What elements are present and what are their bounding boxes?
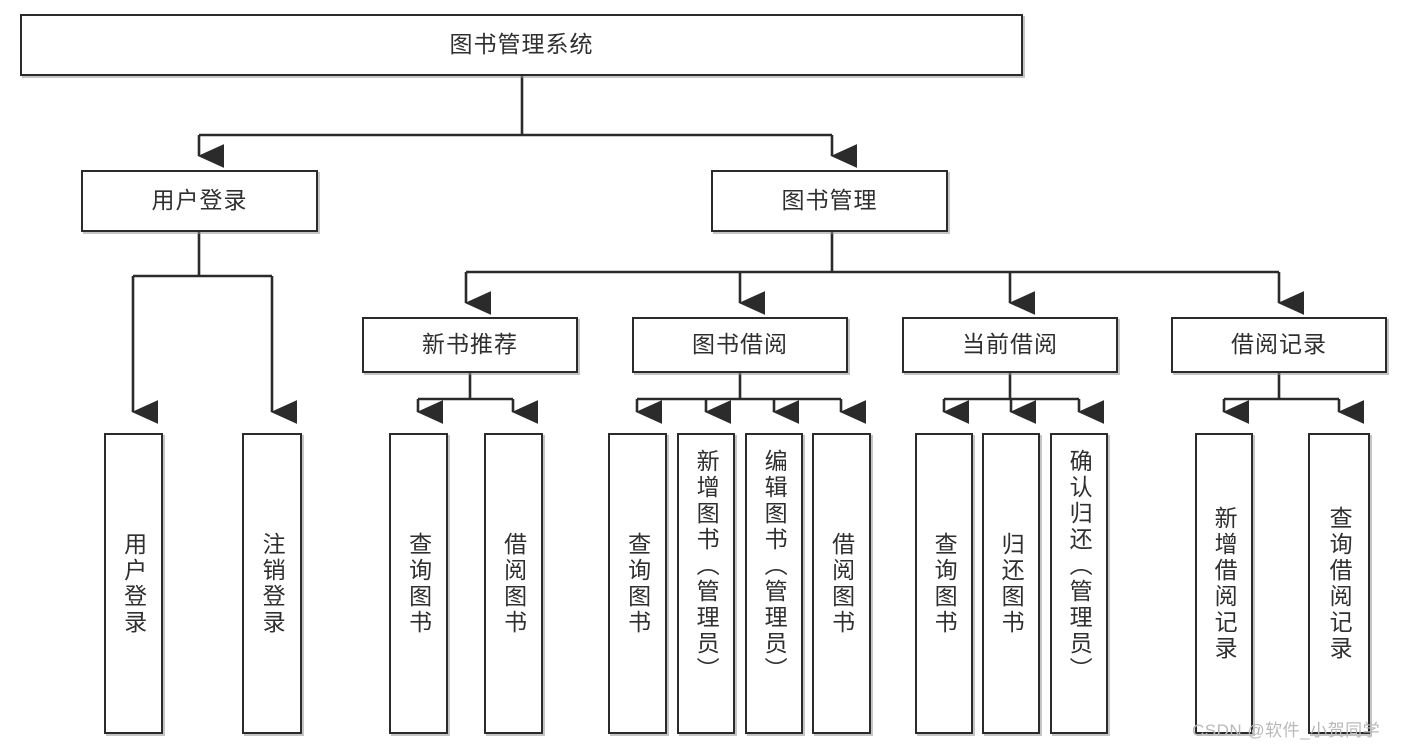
node-book-management-label: 图书管理 — [781, 187, 878, 214]
node-user-login-label: 用户登录 — [151, 187, 248, 214]
node-book-borrow-label: 图书借阅 — [692, 331, 788, 358]
leaf-current-borrow-query-label: 查询图书 — [931, 531, 958, 636]
node-book-management[interactable]: 图书管理 — [711, 170, 948, 232]
node-new-book-recommend[interactable]: 新书推荐 — [362, 317, 578, 373]
leaf-book-borrow-query-label: 查询图书 — [624, 531, 651, 636]
leaf-user-login-login[interactable]: 用户登录 — [104, 433, 163, 734]
node-user-login[interactable]: 用户登录 — [81, 170, 318, 232]
leaf-book-borrow-add[interactable]: 新增图书（管理员） — [677, 433, 735, 734]
leaf-borrow-record-query[interactable]: 查询借阅记录 — [1308, 433, 1370, 734]
leaf-book-borrow-edit[interactable]: 编辑图书（管理员） — [745, 433, 803, 734]
leaf-book-borrow-borrow-label: 借阅图书 — [828, 531, 855, 636]
node-borrow-record[interactable]: 借阅记录 — [1171, 317, 1387, 373]
leaf-user-login-logout[interactable]: 注销登录 — [242, 433, 302, 734]
node-root-label: 图书管理系统 — [449, 31, 594, 58]
leaf-current-borrow-return-label: 归还图书 — [998, 531, 1025, 636]
node-current-borrow[interactable]: 当前借阅 — [902, 317, 1118, 373]
leaf-book-borrow-edit-label: 编辑图书（管理员） — [761, 449, 788, 683]
leaf-borrow-record-add-label: 新增借阅记录 — [1211, 505, 1238, 662]
leaf-book-borrow-query[interactable]: 查询图书 — [608, 433, 667, 734]
leaf-book-borrow-add-label: 新增图书（管理员） — [693, 449, 720, 683]
node-current-borrow-label: 当前借阅 — [962, 331, 1058, 358]
leaf-current-borrow-confirm-return-label: 确认归还（管理员） — [1066, 449, 1093, 683]
leaf-new-book-borrow-label: 借阅图书 — [500, 531, 527, 636]
leaf-user-login-login-label: 用户登录 — [120, 531, 147, 636]
node-new-book-recommend-label: 新书推荐 — [422, 331, 518, 358]
node-book-borrow[interactable]: 图书借阅 — [632, 317, 848, 373]
node-borrow-record-label: 借阅记录 — [1231, 331, 1327, 358]
leaf-current-borrow-return[interactable]: 归还图书 — [982, 433, 1040, 734]
leaf-user-login-logout-label: 注销登录 — [259, 531, 286, 636]
leaf-current-borrow-confirm-return[interactable]: 确认归还（管理员） — [1050, 433, 1108, 734]
leaf-book-borrow-borrow[interactable]: 借阅图书 — [812, 433, 871, 734]
leaf-new-book-query[interactable]: 查询图书 — [389, 433, 448, 734]
leaf-new-book-query-label: 查询图书 — [405, 531, 432, 636]
node-root[interactable]: 图书管理系统 — [20, 14, 1023, 76]
leaf-borrow-record-add[interactable]: 新增借阅记录 — [1195, 433, 1253, 734]
leaf-current-borrow-query[interactable]: 查询图书 — [915, 433, 973, 734]
leaf-borrow-record-query-label: 查询借阅记录 — [1326, 505, 1353, 662]
leaf-new-book-borrow[interactable]: 借阅图书 — [484, 433, 543, 734]
